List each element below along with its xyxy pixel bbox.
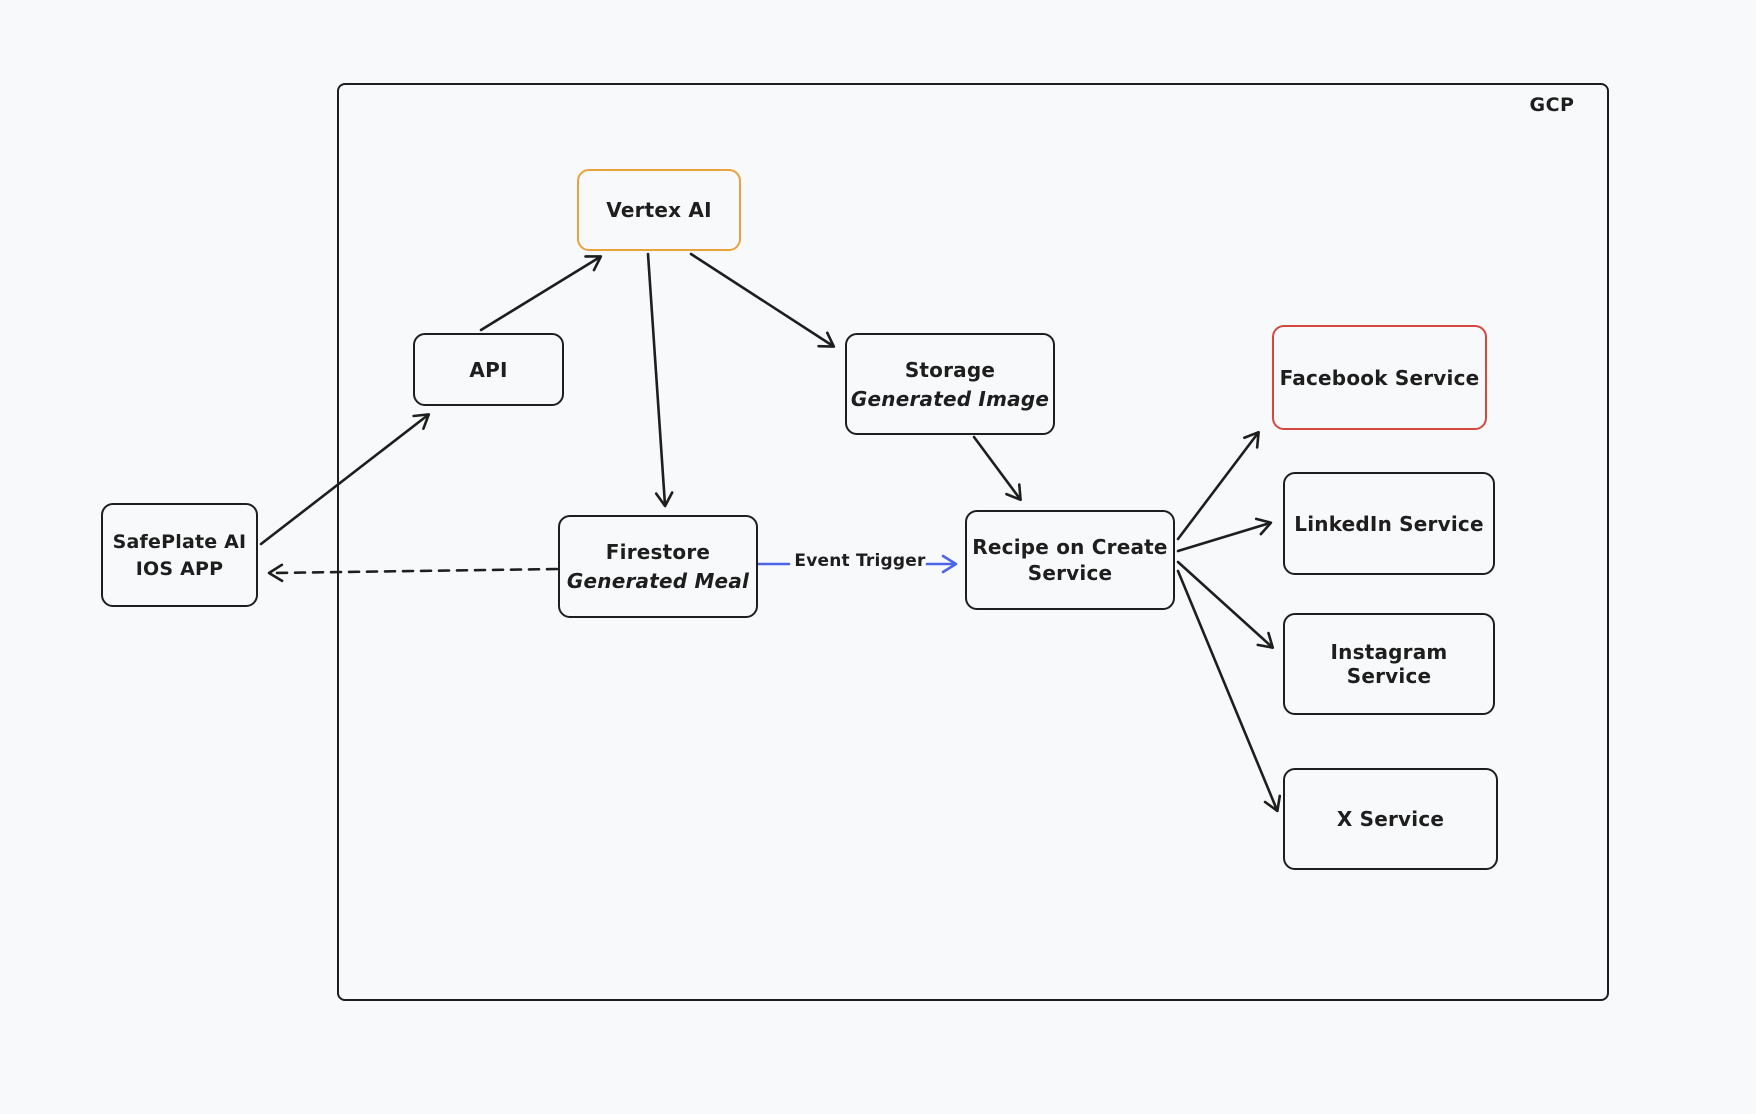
node-x-service: X Service xyxy=(1283,768,1498,870)
node-label: Recipe on Create xyxy=(972,535,1168,559)
node-safeplate-ios-app: SafePlate AI IOS APP xyxy=(101,503,258,607)
node-label: Vertex AI xyxy=(606,198,712,222)
event-trigger-label: Event Trigger xyxy=(794,551,926,571)
node-label: Firestore xyxy=(605,540,711,564)
node-label: Instagram Service xyxy=(1330,640,1448,688)
node-storage-generated-image: Storage Generated Image xyxy=(845,333,1055,435)
node-label: Storage xyxy=(904,357,996,382)
node-sublabel: Generated Meal xyxy=(566,569,750,593)
node-instagram-service: Instagram Service xyxy=(1283,613,1495,715)
node-label: IOS APP xyxy=(135,557,224,580)
node-facebook-service: Facebook Service xyxy=(1272,325,1487,430)
node-sublabel: Generated Image xyxy=(850,386,1050,411)
node-label: X Service xyxy=(1336,807,1445,831)
node-api: API xyxy=(413,333,564,406)
node-vertex-ai: Vertex AI xyxy=(577,169,741,251)
node-label: Service xyxy=(1027,561,1113,585)
gcp-label: GCP xyxy=(1529,94,1575,116)
node-firestore-generated-meal: Firestore Generated Meal xyxy=(558,515,758,618)
node-label: LinkedIn Service xyxy=(1294,511,1484,536)
node-label: Facebook Service xyxy=(1279,365,1480,390)
node-label: API xyxy=(469,357,508,382)
node-label: SafePlate AI xyxy=(112,530,247,553)
node-recipe-on-create-service: Recipe on Create Service xyxy=(965,510,1175,610)
node-linkedin-service: LinkedIn Service xyxy=(1283,472,1495,575)
